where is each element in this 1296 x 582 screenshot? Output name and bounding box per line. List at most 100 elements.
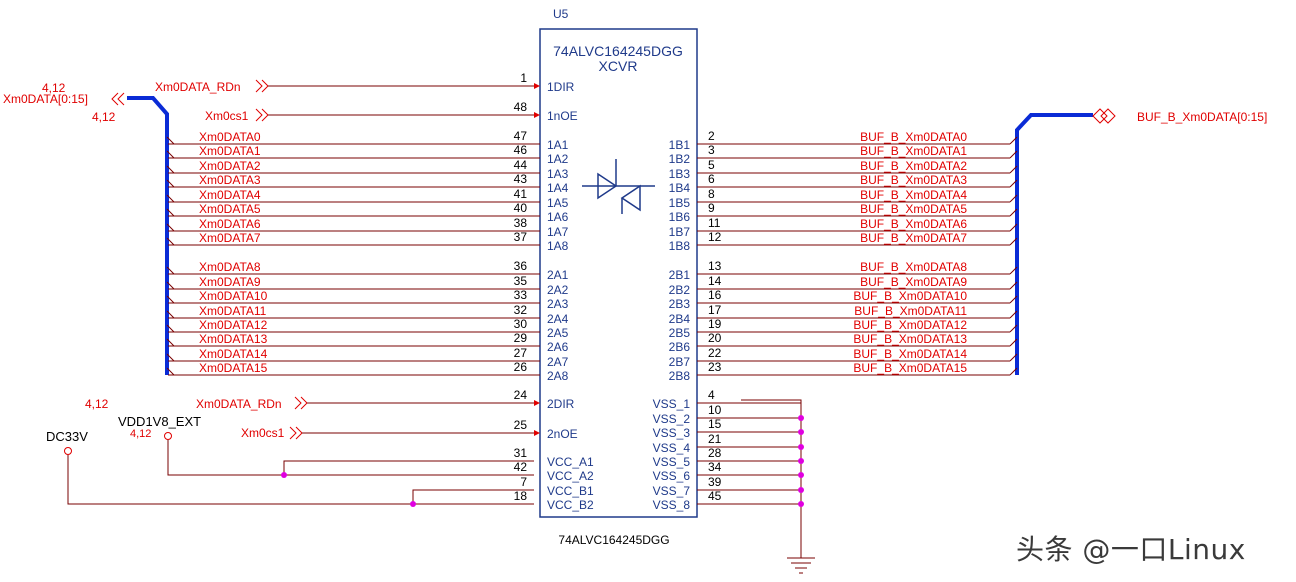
- pin-name: 2DIR: [547, 397, 575, 411]
- pin-name: 2B6: [669, 340, 691, 354]
- net-label: BUF_B_Xm0DATA7: [860, 231, 967, 245]
- pin-number: 6: [708, 172, 715, 186]
- right-pin: 5 1B3 BUF_B_Xm0DATA2: [669, 158, 1018, 181]
- pin-name: 1B6: [669, 210, 691, 224]
- vdd-ref: 4,12: [130, 428, 151, 440]
- pin-number: 5: [708, 158, 715, 172]
- pin-number: 11: [708, 216, 721, 230]
- pin-name: VSS_3: [653, 426, 691, 440]
- pin-number: 27: [514, 346, 528, 360]
- pin-name: 2A3: [547, 297, 569, 311]
- pin-number: 1: [520, 71, 527, 85]
- pin-name: VSS_4: [653, 441, 691, 455]
- pin-number: 20: [708, 331, 722, 345]
- pin-name: VSS_1: [653, 397, 691, 411]
- pin-number: 25: [514, 418, 528, 432]
- pin-name: 2A7: [547, 355, 569, 369]
- left-bus-port-symbol: [111, 92, 125, 106]
- net-label: Xm0DATA8: [199, 260, 261, 274]
- pin-number: 30: [514, 317, 528, 331]
- pin-number: 3: [708, 143, 715, 157]
- left-bus-name: Xm0DATA[0:15]: [3, 92, 88, 106]
- dc33v-power-symbol: DC33V: [46, 429, 534, 507]
- left-pins: 11DIR481nOE471A1Xm0DATA0461A2Xm0DATA1441…: [166, 71, 594, 512]
- pin-name: 2A5: [547, 326, 569, 340]
- pin-name: VSS_6: [653, 469, 691, 483]
- pin-number: 19: [708, 317, 722, 331]
- chip-body: [539, 28, 698, 518]
- pin-number: 42: [514, 460, 528, 474]
- vdd-junction: [281, 472, 287, 478]
- pin-name: VSS_2: [653, 412, 691, 426]
- net-label: Xm0DATA12: [199, 318, 268, 332]
- net-label: BUF_B_Xm0DATA9: [860, 275, 967, 289]
- rdn-bottom-ref: 4,12: [85, 397, 109, 411]
- net-label: Xm0DATA15: [199, 361, 268, 375]
- pin-number: 26: [514, 360, 528, 374]
- right-bus-name: BUF_B_Xm0DATA[0:15]: [1137, 110, 1267, 124]
- net-label: BUF_B_Xm0DATA6: [860, 217, 967, 231]
- net-label: BUF_B_Xm0DATA10: [853, 289, 967, 303]
- pin-number: 9: [708, 201, 715, 215]
- pin-name: VCC_B2: [547, 498, 594, 512]
- pin-name: 1B2: [669, 152, 691, 166]
- net-label: BUF_B_Xm0DATA2: [860, 159, 967, 173]
- chip-refdes: U5: [553, 7, 569, 21]
- left-pin: 30 2A5 Xm0DATA12: [166, 317, 569, 340]
- pin-name: 1DIR: [547, 80, 575, 94]
- net-label: BUF_B_Xm0DATA4: [860, 188, 967, 202]
- pin-name: 2B3: [669, 297, 691, 311]
- pin-number: 34: [708, 460, 722, 474]
- pin-number: 39: [708, 475, 722, 489]
- net-label: Xm0DATA13: [199, 332, 268, 346]
- pin-name: 1A4: [547, 181, 569, 195]
- pin-name: 2A2: [547, 283, 569, 297]
- pin-number: 13: [708, 259, 722, 273]
- dc33v-junction: [410, 501, 416, 507]
- pin-number: 37: [514, 230, 528, 244]
- net-label: Xm0DATA0: [199, 130, 261, 144]
- pin-number: 7: [520, 475, 527, 489]
- ground-junction: [798, 444, 804, 450]
- port-rdn-bottom: 4,12 Xm0DATA_RDn: [85, 396, 540, 411]
- pin-number: 28: [708, 446, 722, 460]
- pin-name: 2A1: [547, 268, 569, 282]
- pin-name: 2A6: [547, 340, 569, 354]
- pin-number: 12: [708, 230, 722, 244]
- pin-number: 46: [514, 143, 528, 157]
- ground-junction: [798, 458, 804, 464]
- right-bus-port-symbol: [1092, 108, 1116, 124]
- net-label: Xm0DATA3: [199, 173, 261, 187]
- ground-net: [741, 399, 815, 574]
- net-label: Xm0DATA6: [199, 217, 261, 231]
- pin-name: 1A3: [547, 167, 569, 181]
- net-label: Xm0DATA9: [199, 275, 261, 289]
- pin-number: 23: [708, 360, 722, 374]
- pin-number: 47: [514, 129, 528, 143]
- net-label: Xm0DATA1: [199, 144, 261, 158]
- pin-name: 1B3: [669, 167, 691, 181]
- net-label: BUF_B_Xm0DATA14: [853, 347, 967, 361]
- left-bus-ref-b: 4,12: [92, 110, 116, 124]
- pin-number: 14: [708, 274, 722, 288]
- pin-name: VSS_5: [653, 455, 691, 469]
- left-bus-ref-a: 4,12: [42, 81, 66, 95]
